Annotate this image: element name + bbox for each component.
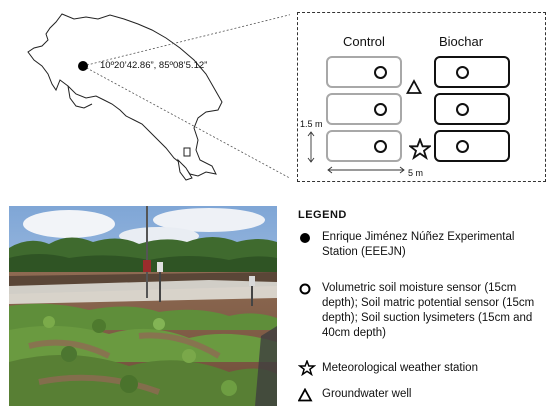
station-marker (78, 61, 88, 71)
open-circle-icon (456, 66, 469, 79)
triangle-icon (298, 388, 313, 402)
legend-title: LEGEND (298, 209, 347, 221)
open-circle-icon (374, 66, 387, 79)
legend-text-weather-station: Meteorological weather station (322, 362, 478, 374)
legend-text-station: Enrique Jiménez Núñez Experimental Stati… (322, 231, 515, 258)
field-photograph (9, 206, 277, 406)
zoom-line-top (82, 14, 290, 67)
width-label: 5 m (408, 168, 424, 178)
legend-text-groundwater-well: Groundwater well (322, 388, 412, 400)
costa-rica-map (27, 13, 290, 181)
biochar-plot-2 (434, 93, 510, 125)
nicoya-gulf-line (67, 85, 93, 109)
width-dimension-arrow (327, 166, 405, 174)
zoom-line-bottom (82, 65, 290, 179)
biochar-plot-3 (434, 130, 510, 162)
legend-text-sensors: Volumetric soil moisture sensor (15cm de… (322, 282, 535, 339)
filled-circle-icon (300, 233, 310, 243)
field-photo-illustration (9, 206, 277, 406)
open-circle-icon (456, 103, 469, 116)
open-circle-icon (374, 103, 387, 116)
star-icon (409, 138, 431, 160)
control-plot-2 (326, 93, 402, 125)
height-dimension-arrow (307, 131, 315, 163)
open-circle-icon (299, 283, 311, 295)
open-circle-icon (374, 140, 387, 153)
osa-peninsula (177, 158, 193, 181)
control-plot-3 (326, 130, 402, 162)
plot-layout-box: Control Biochar 1.5 m 5 m (297, 12, 546, 182)
triangle-icon (406, 79, 422, 94)
control-column-title: Control (343, 34, 385, 49)
height-label: 1.5 m (300, 119, 323, 129)
island-marker (183, 147, 191, 157)
open-circle-icon (456, 140, 469, 153)
control-plot-1 (326, 56, 402, 88)
biochar-plot-1 (434, 56, 510, 88)
biochar-column-title: Biochar (439, 34, 484, 49)
station-coordinates: 10º20’42.86”, 85º08’5.12” (100, 60, 208, 71)
costa-rica-outline (27, 13, 223, 177)
star-icon (298, 360, 316, 376)
